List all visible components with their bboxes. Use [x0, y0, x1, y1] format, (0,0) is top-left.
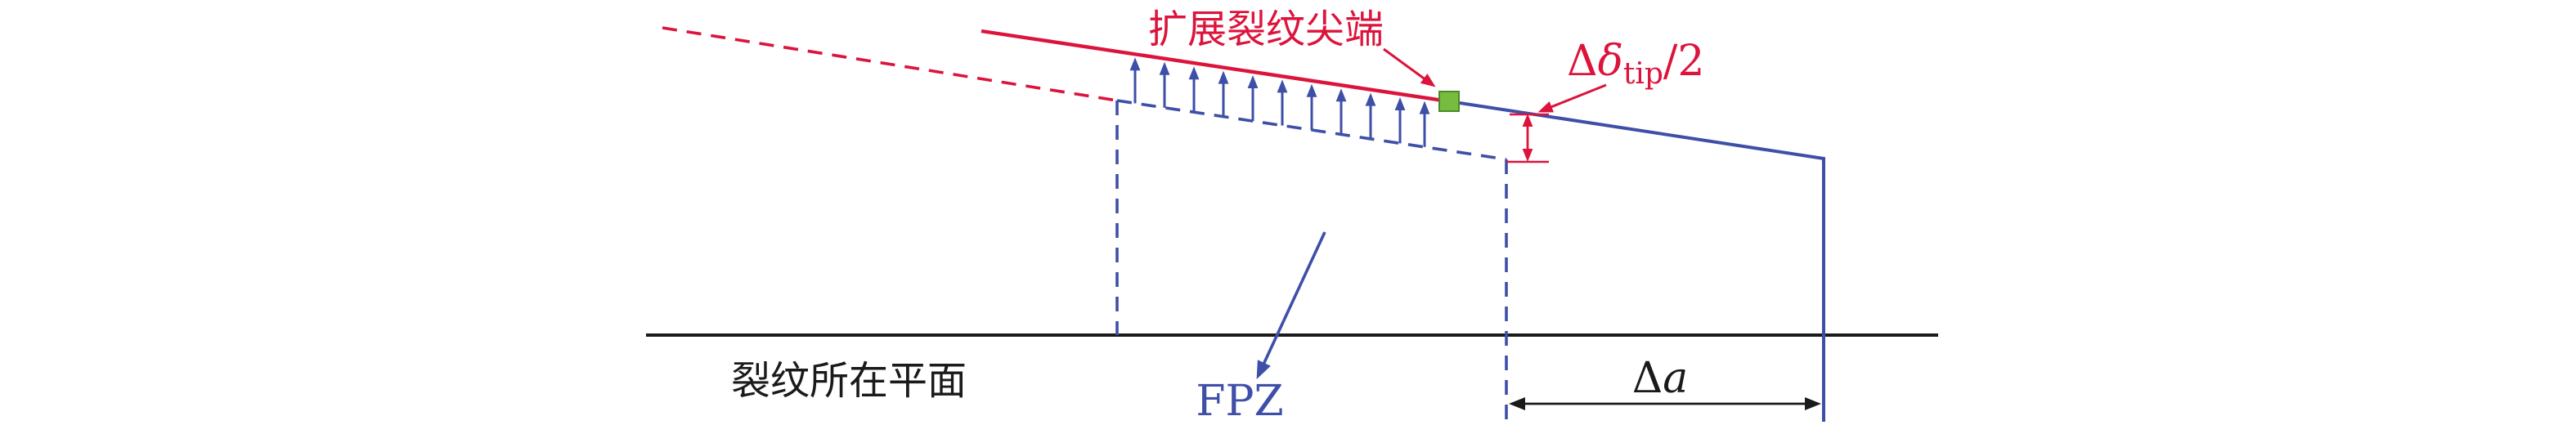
guide-lines	[1115, 101, 1508, 422]
delta-a-label: Δa	[1632, 354, 1689, 403]
delta-tip-label: Δδtip/2	[1567, 37, 1705, 91]
delta-a-label-delta: Δ	[1632, 354, 1663, 403]
delta-a-label-a: a	[1663, 354, 1688, 403]
ligament-face-solid-blue	[1448, 100, 1825, 422]
delta-tip-label-delta: Δ	[1567, 37, 1598, 86]
extended-crack-tip-label: 扩展裂纹尖端	[1148, 7, 1384, 52]
upper-crack-face-solid-red	[981, 29, 1458, 105]
delta-tip-label-subscript: tip	[1623, 57, 1663, 91]
fpz-leader-arrow	[1256, 231, 1326, 379]
crack-tip-leader-arrow	[1383, 47, 1436, 87]
cohesive-stress-arrows	[1129, 57, 1430, 147]
crack-plane-label: 裂纹所在平面	[731, 358, 967, 404]
delta-tip-leader-arrow	[1537, 83, 1607, 113]
initial-crack-face-dashed-red	[662, 26, 1118, 102]
delta-tip-measurement	[1506, 83, 1607, 163]
delta-tip-label-suffix: /2	[1663, 37, 1705, 86]
crack-tip-square-marker	[1438, 91, 1460, 112]
delta-tip-label-symbol: δ	[1598, 37, 1623, 86]
fpz-label: FPZ	[1196, 377, 1283, 426]
